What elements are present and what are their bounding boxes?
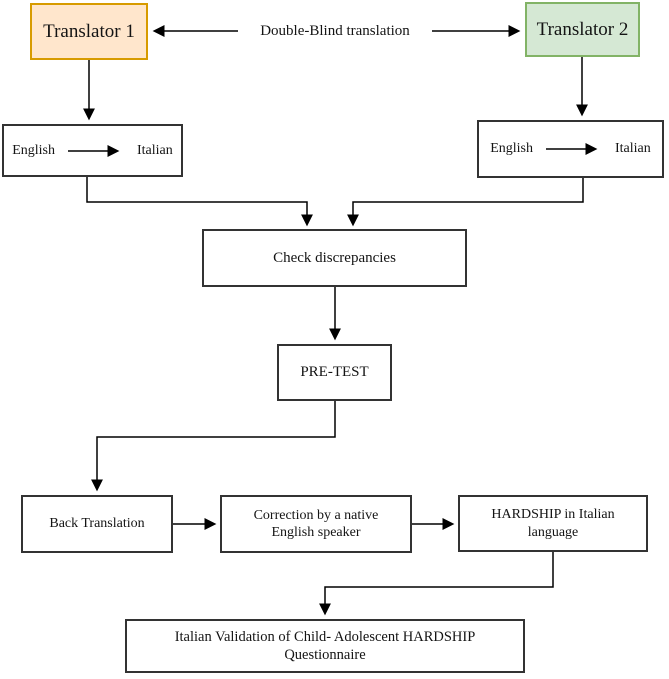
hardship-italian-label: HARDSHIP in Italian language (491, 507, 615, 540)
hardship-italian-node: HARDSHIP in Italian language (458, 495, 648, 552)
arrow-right-icon (546, 143, 598, 155)
pre-test-node: PRE-TEST (277, 344, 392, 401)
check-discrepancies-node: Check discrepancies (202, 229, 467, 287)
arrow-pretest-to-back (91, 401, 336, 492)
target-language-label: Italian (137, 142, 173, 158)
english-to-italian-right-node: English Italian (477, 120, 664, 178)
arrow-right-icon (68, 144, 120, 157)
italian-validation-node: Italian Validation of Child- Adolescent … (125, 619, 525, 673)
target-language-label: Italian (615, 141, 651, 157)
source-language-label: English (490, 141, 533, 157)
source-language-label: English (12, 142, 55, 158)
correction-label-line1: Correction by a native (253, 507, 379, 523)
english-to-italian-left-node: English Italian (2, 124, 183, 177)
arrow-right-to-check (347, 178, 584, 227)
pre-test-label: PRE-TEST (300, 364, 369, 381)
double-blind-translation-label: Double-Blind translation (238, 21, 432, 41)
back-translation-node: Back Translation (21, 495, 173, 553)
arrow-hardship-to-final (319, 552, 554, 616)
translator-1-node: Translator 1 (30, 3, 148, 60)
correction-native-speaker-node: Correction by a native English speaker (220, 495, 412, 553)
translator-2-label: Translator 2 (536, 18, 629, 40)
back-translation-label: Back Translation (49, 516, 145, 532)
translator-2-node: Translator 2 (525, 2, 640, 57)
check-discrepancies-label: Check discrepancies (273, 249, 396, 266)
arrow-left-to-check (86, 177, 313, 227)
italian-validation-label: Italian Validation of Child- Adolescent … (174, 628, 476, 663)
translator-1-label: Translator 1 (43, 20, 135, 42)
correction-label-line2: English speaker (271, 525, 361, 540)
